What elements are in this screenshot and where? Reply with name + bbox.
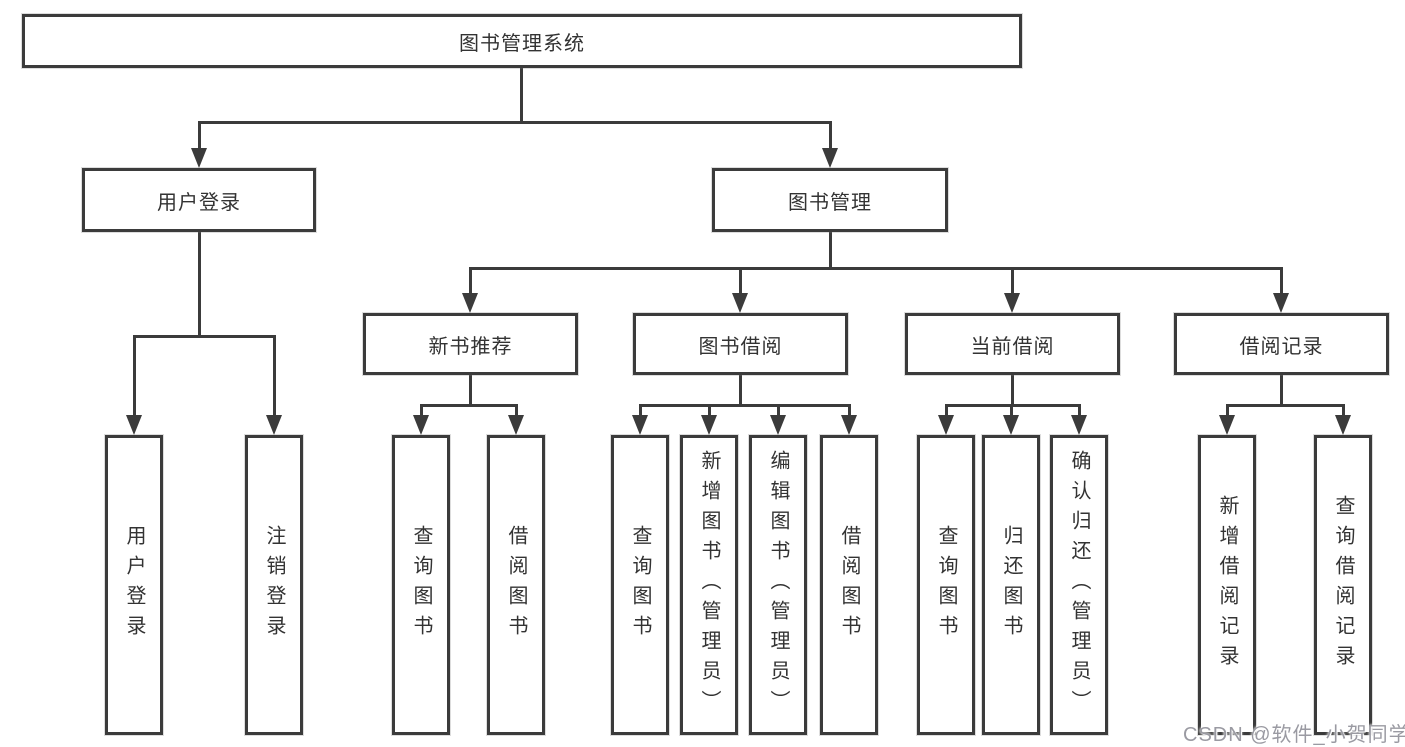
node-label: 用户登录 (123, 525, 145, 645)
node-label: 新增图书（管理员） (698, 450, 720, 720)
arrowhead-down-icon (126, 415, 142, 435)
node-label: 编辑图书（管理员） (767, 450, 789, 720)
arrowhead-down-icon (462, 293, 478, 313)
node-label: 新增借阅记录 (1216, 495, 1238, 675)
node-label: 图书管理 (788, 191, 872, 214)
connector-vline (514, 404, 518, 417)
connector-vline (1010, 267, 1014, 295)
node-label: 归还图书 (1000, 525, 1022, 645)
connector-hline (638, 403, 851, 407)
node-label: 图书借阅 (698, 335, 783, 358)
node-leaf-edit-book-admin: 编辑图书（管理员） (749, 435, 807, 735)
node-root: 图书管理系统 (22, 14, 1022, 68)
connector-vline (1279, 374, 1283, 405)
node-label: 借阅记录 (1239, 335, 1324, 358)
connector-vline (1279, 267, 1283, 295)
node-label: 注销登录 (263, 525, 285, 645)
connector-vline (828, 231, 832, 268)
node-leaf-borrow-book: 借阅图书 (820, 435, 878, 735)
node-leaf-add-borrow-record: 新增借阅记录 (1198, 435, 1256, 735)
connector-vline (197, 231, 201, 336)
node-new-book-recommend: 新书推荐 (363, 313, 578, 375)
arrowhead-down-icon (841, 415, 857, 435)
node-leaf-query-borrow-record: 查询借阅记录 (1314, 435, 1372, 735)
arrowhead-down-icon (1335, 415, 1351, 435)
node-current-borrowing: 当前借阅 (905, 313, 1120, 375)
node-label: 当前借阅 (970, 335, 1055, 358)
csdn-watermark: CSDN @软件_小贺同学 (1183, 724, 1405, 746)
connector-hline (1225, 403, 1345, 407)
arrowhead-down-icon (822, 148, 838, 168)
node-leaf-query-book-rec: 查询图书 (392, 435, 450, 735)
node-label: 图书管理系统 (459, 32, 585, 55)
connector-vline (132, 335, 136, 417)
node-label: 确认归还（管理员） (1068, 450, 1090, 720)
connector-vline (1010, 374, 1014, 405)
connector-vline (1225, 404, 1229, 417)
node-leaf-borrow-book-rec: 借阅图书 (487, 435, 545, 735)
connector-vline (1341, 404, 1345, 417)
node-leaf-add-book-admin: 新增图书（管理员） (680, 435, 738, 735)
connector-vline (197, 121, 201, 150)
connector-hline (419, 403, 518, 407)
node-label: 查询图书 (629, 525, 651, 645)
connector-vline (738, 374, 742, 405)
arrowhead-down-icon (1273, 293, 1289, 313)
node-leaf-query-book-borrow: 查询图书 (611, 435, 669, 735)
node-book-management: 图书管理 (712, 168, 948, 232)
node-borrowing-records: 借阅记录 (1174, 313, 1389, 375)
node-leaf-return-book: 归还图书 (982, 435, 1040, 735)
node-user-login: 用户登录 (82, 168, 316, 232)
node-label: 查询图书 (410, 525, 432, 645)
arrowhead-down-icon (508, 415, 524, 435)
connector-vline (419, 404, 423, 417)
arrowhead-down-icon (701, 415, 717, 435)
connector-hline (132, 334, 276, 338)
connector-vline (272, 335, 276, 417)
node-leaf-query-book-current: 查询图书 (917, 435, 975, 735)
connector-hline (468, 266, 1283, 270)
arrowhead-down-icon (191, 148, 207, 168)
connector-vline (638, 404, 642, 417)
node-label: 新书推荐 (428, 335, 513, 358)
node-label: 借阅图书 (838, 525, 860, 645)
arrowhead-down-icon (938, 415, 954, 435)
connector-vline (519, 67, 523, 122)
connector-vline (1009, 404, 1013, 417)
connector-vline (468, 267, 472, 295)
arrowhead-down-icon (632, 415, 648, 435)
connector-hline (944, 403, 1081, 407)
arrowhead-down-icon (1003, 415, 1019, 435)
connector-vline (776, 404, 780, 417)
node-leaf-confirm-return-admin: 确认归还（管理员） (1050, 435, 1108, 735)
connector-vline (1077, 404, 1081, 417)
arrowhead-down-icon (1071, 415, 1087, 435)
connector-vline (468, 374, 472, 405)
arrowhead-down-icon (1219, 415, 1235, 435)
arrowhead-down-icon (266, 415, 282, 435)
node-label: 借阅图书 (505, 525, 527, 645)
arrowhead-down-icon (732, 293, 748, 313)
node-book-borrowing: 图书借阅 (633, 313, 848, 375)
connector-vline (944, 404, 948, 417)
arrowhead-down-icon (770, 415, 786, 435)
node-label: 查询借阅记录 (1332, 495, 1354, 675)
connector-vline (847, 404, 851, 417)
connector-hline (197, 120, 832, 124)
connector-vline (738, 267, 742, 295)
connector-vline (828, 121, 832, 150)
node-label: 查询图书 (935, 525, 957, 645)
node-leaf-logout: 注销登录 (245, 435, 303, 735)
connector-vline (707, 404, 711, 417)
arrowhead-down-icon (1004, 293, 1020, 313)
arrowhead-down-icon (413, 415, 429, 435)
node-leaf-user-login: 用户登录 (105, 435, 163, 735)
node-label: 用户登录 (157, 191, 241, 214)
